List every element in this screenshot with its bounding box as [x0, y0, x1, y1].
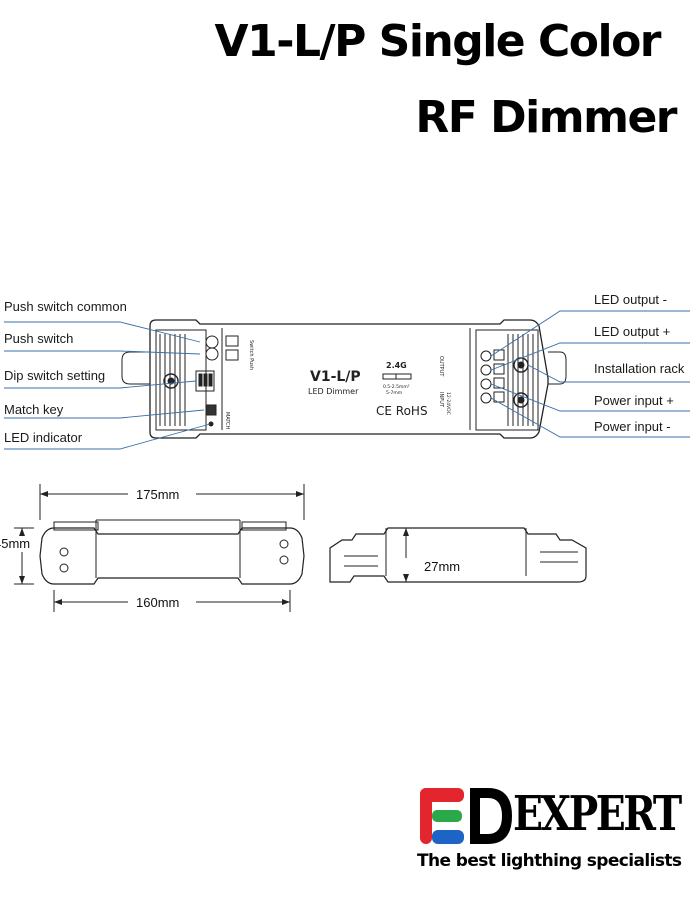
callout-push-switch-common: Push switch common — [4, 299, 127, 314]
device-subtitle: LED Dimmer — [308, 387, 359, 396]
callout-power-input-minus: Power input - — [594, 419, 671, 434]
callout-led-output-plus: LED output + — [594, 324, 671, 339]
device-input-voltage: 12-24VDC — [445, 392, 451, 415]
callout-installation-rack: Installation rack — [594, 361, 685, 376]
dimension-view-side — [329, 527, 587, 583]
dimension-arrows — [19, 491, 409, 605]
dimension-view-top — [14, 484, 305, 612]
brand-tagline: The best lighthing specialists — [417, 851, 682, 871]
brand-logo: ED — [418, 784, 688, 850]
brand-logo-letters — [420, 788, 512, 844]
device-top-view — [121, 319, 567, 439]
device-frequency: 2.4G — [386, 361, 407, 370]
device-strip-spec: 5-7mm — [386, 390, 402, 396]
callout-led-indicator: LED indicator — [4, 430, 83, 445]
callout-lines-left — [4, 321, 211, 450]
device-model: V1-L/P — [310, 369, 361, 385]
callout-dip-switch: Dip switch setting — [4, 368, 106, 383]
page-title-line1: V1-L/P Single Color — [214, 16, 662, 67]
callout-push-switch: Push switch — [4, 331, 74, 346]
device-output-label: OUTPUT — [438, 356, 444, 377]
page-title-line2: RF Dimmer — [415, 92, 677, 143]
dimension-width: 45mm — [0, 536, 31, 551]
dimension-overall-length: 175mm — [136, 487, 180, 502]
device-input-label: INPUT — [438, 392, 444, 408]
callout-led-output-minus: LED output - — [594, 292, 667, 307]
device-match-label: MATCH — [224, 412, 230, 430]
callout-match-key: Match key — [4, 402, 64, 417]
device-push-label: Switch Push — [248, 340, 254, 370]
device-cert: CE RoHS — [376, 404, 428, 418]
device-wire-spec: 0.5-2.5mm² — [383, 384, 410, 390]
callout-power-input-plus: Power input + — [594, 393, 674, 408]
dimension-mounting-length: 160mm — [136, 595, 180, 610]
dimension-height: 27mm — [424, 559, 461, 574]
callout-lines-right — [490, 310, 690, 438]
brand-word: EXPERT — [513, 786, 682, 842]
